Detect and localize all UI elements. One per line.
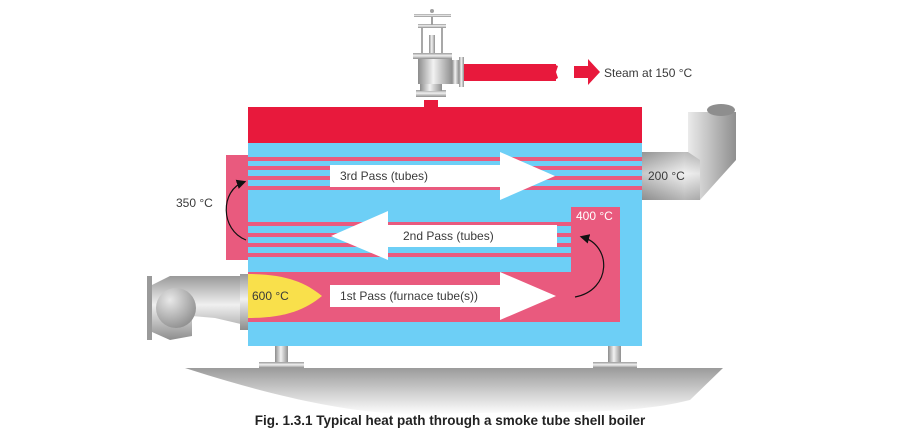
ground-base bbox=[185, 368, 723, 415]
label-steam: Steam at 150 °C bbox=[604, 66, 693, 80]
exhaust-chimney bbox=[642, 104, 736, 200]
arrow-1st-pass bbox=[330, 272, 556, 320]
steam-pipe bbox=[424, 64, 558, 110]
label-2nd-pass: 2nd Pass (tubes) bbox=[403, 229, 494, 243]
label-rear-reversal-temp: 400 °C bbox=[576, 209, 613, 223]
label-3rd-pass: 3rd Pass (tubes) bbox=[340, 169, 428, 183]
label-exhaust-temp: 200 °C bbox=[648, 169, 685, 183]
label-front-reversal-temp: 350 °C bbox=[176, 196, 213, 210]
reversal-arrow-rear bbox=[574, 234, 605, 298]
burner bbox=[147, 274, 248, 340]
figure-caption: Fig. 1.3.1 Typical heat path through a s… bbox=[255, 413, 646, 428]
arrow-3rd-pass bbox=[330, 152, 555, 200]
reversal-arrow-front bbox=[225, 179, 247, 241]
flame bbox=[248, 274, 322, 318]
arrow-2nd-pass bbox=[331, 211, 557, 260]
support-leg-left bbox=[259, 346, 304, 368]
front-reversal-chamber bbox=[226, 155, 248, 260]
steam-outlet-arrow bbox=[574, 59, 600, 85]
steam-valve bbox=[413, 9, 464, 97]
support-leg-right bbox=[593, 346, 637, 368]
label-1st-pass: 1st Pass (furnace tube(s)) bbox=[340, 289, 478, 303]
steam-space bbox=[248, 107, 642, 143]
label-flame-temp: 600 °C bbox=[252, 289, 289, 303]
